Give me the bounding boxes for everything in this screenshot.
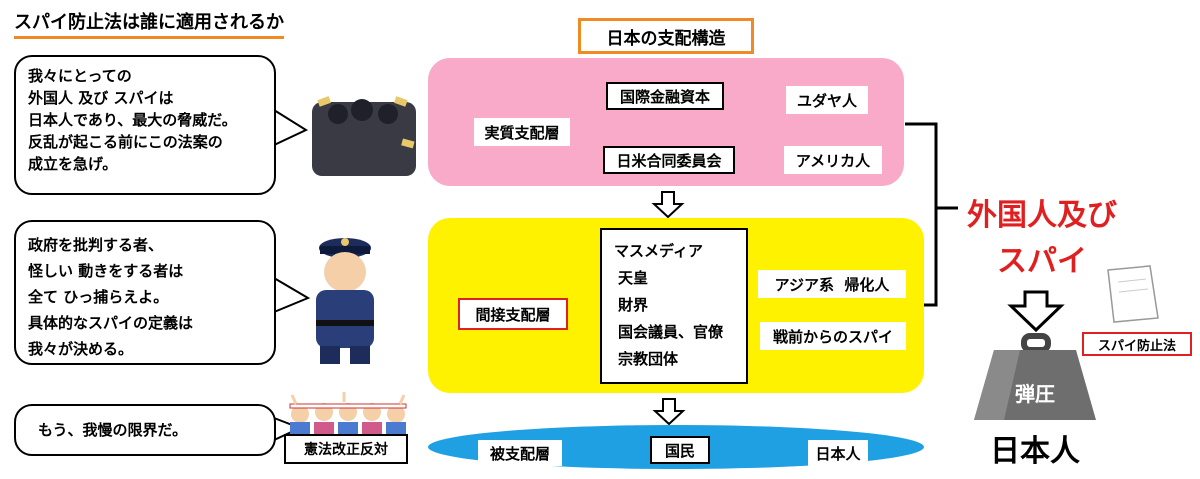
shadow-group-illustration <box>312 96 416 176</box>
bubble-line: 全て ひっ捕らえよ。 <box>28 288 169 306</box>
weight-icon <box>974 333 1096 420</box>
speech-bubble-citizens: もう、我慢の限界だ。 <box>14 404 276 456</box>
list-item: 財界 <box>618 296 649 314</box>
label-jews: ユダヤ人 <box>786 86 868 114</box>
list-item: 国会議員、官僚 <box>618 323 724 341</box>
label-indirect-ruling-class: 間接支配層 <box>458 298 568 330</box>
bubble-line: 外国人 及び スパイは <box>28 89 174 107</box>
list-item: マスメディア <box>614 242 703 260</box>
police-officer-illustration <box>316 238 374 364</box>
box-international-finance: 国際金融資本 <box>606 82 724 110</box>
bubble-line: 政府を批判する者、 <box>28 236 164 254</box>
bubble-line: もう、我慢の限界だ。 <box>38 421 188 439</box>
structure-title: 日本の支配構造 <box>578 18 754 54</box>
protesters-illustration <box>289 392 407 434</box>
list-item: 天皇 <box>618 269 649 287</box>
label-real-ruling-class: 実質支配層 <box>474 118 570 146</box>
victim-japanese: 日本人 <box>990 434 1080 469</box>
speech-bubble-police: 政府を批判する者、 怪しい 動きをする者は 全て ひっ捕らえよ。 具体的なスパイ… <box>14 220 276 365</box>
box-us-japan-committee: 日米合同委員会 <box>603 146 735 174</box>
box-establishment-list: マスメディア 天皇 財界 国会議員、官僚 宗教団体 <box>600 228 748 384</box>
label-asian-naturalized: アジア系 帰化人 <box>758 270 906 298</box>
bubble-line: 反乱が起こる前にこの法案の <box>28 133 223 151</box>
weight-label-oppression: 弾圧 <box>1015 382 1055 406</box>
main-title: スパイ防止法は誰に適用されるか <box>14 8 284 39</box>
arrow-top-to-middle <box>651 191 685 219</box>
arrow-middle-to-bottom <box>652 398 686 426</box>
bubble-tail-top <box>273 108 309 147</box>
label-prewar-spies: 戦前からのスパイ <box>760 322 906 350</box>
bubble-line: 具体的なスパイの定義は <box>28 314 194 332</box>
bubble-line: 日本人であり、最大の脅威だ。 <box>28 111 237 129</box>
box-citizens: 国民 <box>650 436 710 464</box>
protest-sign: 憲法改正反対 <box>284 434 408 464</box>
document-icon <box>1107 265 1159 323</box>
list-item: 宗教団体 <box>618 350 679 368</box>
bubble-line: 成立を急げ。 <box>28 155 118 173</box>
label-ruled-class: 被支配層 <box>478 440 562 466</box>
target-foreigners-spies-line2: スパイ <box>997 244 1087 279</box>
bubble-line: 怪しい 動きをする者は <box>28 262 184 280</box>
label-americans: アメリカ人 <box>784 146 882 174</box>
speech-bubble-rulers: 我々にとっての 外国人 及び スパイは 日本人であり、最大の脅威だ。 反乱が起こ… <box>14 55 276 195</box>
target-foreigners-spies-line1: 外国人及び <box>967 198 1117 233</box>
spy-prevention-law-tag: スパイ防止法 <box>1082 332 1192 356</box>
arrow-spy-to-weight <box>1007 290 1065 333</box>
bubble-tail-middle <box>273 276 311 314</box>
bubble-line: 我々にとっての <box>28 67 132 85</box>
bubble-line: 我々が決める。 <box>28 340 134 358</box>
label-japanese-people: 日本人 <box>808 440 868 466</box>
